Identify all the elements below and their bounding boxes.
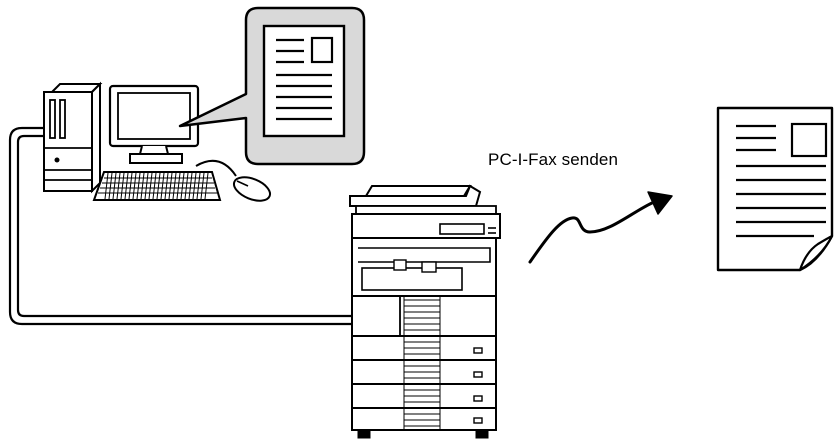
document-speech-balloon xyxy=(178,6,366,166)
multifunction-printer-icon xyxy=(349,184,501,439)
keyboard-icon xyxy=(92,171,222,201)
send-pc-i-fax-caption: PC-I-Fax senden xyxy=(488,150,618,169)
mouse-icon xyxy=(195,159,272,202)
network-cable-inner xyxy=(16,134,356,318)
network-cable xyxy=(8,126,356,326)
pc-tower-icon xyxy=(43,81,103,194)
transmission-arrow-icon xyxy=(528,191,673,264)
pc-monitor-icon xyxy=(108,84,200,164)
received-fax-document-icon xyxy=(716,106,834,272)
